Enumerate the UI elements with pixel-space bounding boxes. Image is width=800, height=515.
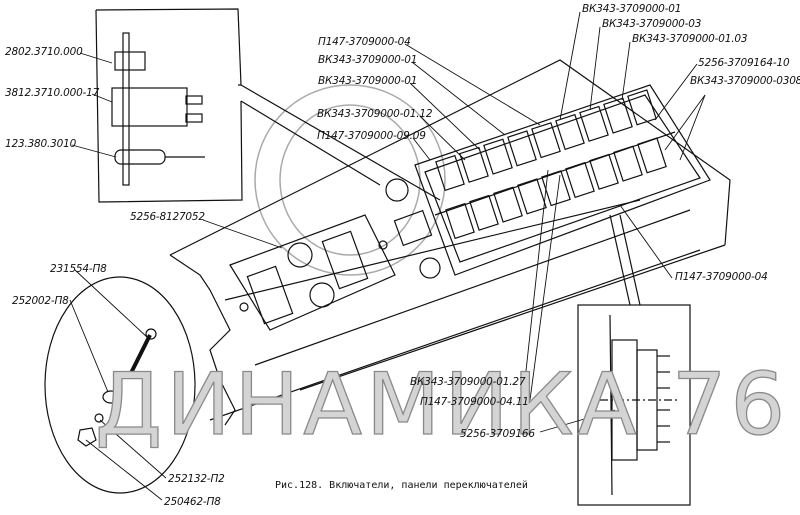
inset-side-view bbox=[577, 214, 691, 506]
rocker-key bbox=[483, 138, 513, 175]
label-screw: 231554-П8 bbox=[50, 263, 107, 275]
label-vk343-01-c: ВК343-3709000-01 bbox=[582, 3, 682, 15]
label-p147-04-11: П147-3709000-04.11 bbox=[420, 396, 529, 408]
figure-caption: Рис.128. Включатели, панели переключател… bbox=[275, 480, 528, 491]
label-panel-164-10: 5256-3709164-10 bbox=[698, 57, 790, 69]
rocker-keys bbox=[435, 89, 667, 240]
rocker-key bbox=[565, 161, 595, 199]
label-p147-09-09: П147-3709000-09.09 bbox=[317, 130, 426, 142]
label-switch-panel: 5256-8127052 bbox=[130, 211, 205, 223]
leader-lines bbox=[69, 11, 706, 501]
inset-fasteners bbox=[44, 276, 196, 494]
label-p147-04-right: П147-3709000-04 bbox=[675, 271, 768, 283]
label-washer: 252002-П8 bbox=[12, 295, 69, 307]
rocker-key bbox=[507, 130, 537, 167]
label-p147-04-top: П147-3709000-04 bbox=[318, 36, 411, 48]
rocker-key bbox=[445, 202, 475, 240]
label-vk343-01-03: ВК343-3709000-01.03 bbox=[632, 33, 748, 45]
label-indicator-lamp: 123.380.3010 bbox=[5, 138, 77, 150]
watermark: ДИНАМИКА 76 bbox=[94, 354, 790, 455]
rocker-key bbox=[613, 145, 643, 182]
label-spring-washer: 252132-П2 bbox=[168, 473, 225, 485]
label-panel-166: 5256-3709166 bbox=[460, 428, 535, 440]
rocker-key bbox=[469, 194, 499, 231]
rocker-key bbox=[637, 137, 667, 174]
label-nut: 250462-П8 bbox=[164, 496, 221, 508]
rocker-key bbox=[603, 97, 633, 134]
label-vk343-03: ВК343-3709000-03 bbox=[602, 18, 702, 30]
switch-plate-5256-8127052 bbox=[229, 214, 396, 331]
rocker-key bbox=[589, 153, 619, 190]
rocker-key bbox=[435, 154, 465, 192]
label-vk343-01-12: ВК343-3709000-01.12 bbox=[317, 108, 433, 120]
rocker-key bbox=[459, 146, 489, 183]
rocker-key bbox=[627, 89, 657, 126]
label-lamp-socket: 2802.3710.000 bbox=[5, 46, 83, 58]
label-vk343-01-b: ВК343-3709000-01 bbox=[318, 75, 418, 87]
label-vk343-01-27: ВК343-3709000-01.27 bbox=[410, 376, 526, 388]
rocker-key bbox=[531, 122, 561, 159]
console-body bbox=[169, 59, 731, 426]
rocker-key bbox=[517, 178, 547, 215]
label-switch-unit: 3812.3710.000-17 bbox=[5, 87, 100, 99]
rocker-key bbox=[541, 170, 571, 207]
rocker-key bbox=[579, 105, 609, 142]
rocker-key bbox=[493, 186, 523, 223]
label-vk343-01-a: ВК343-3709000-01 bbox=[318, 54, 418, 66]
label-vk343-0308: ВК343-3709000-0308 bbox=[690, 75, 800, 87]
switch-block bbox=[385, 84, 711, 279]
rocker-key bbox=[555, 113, 585, 151]
